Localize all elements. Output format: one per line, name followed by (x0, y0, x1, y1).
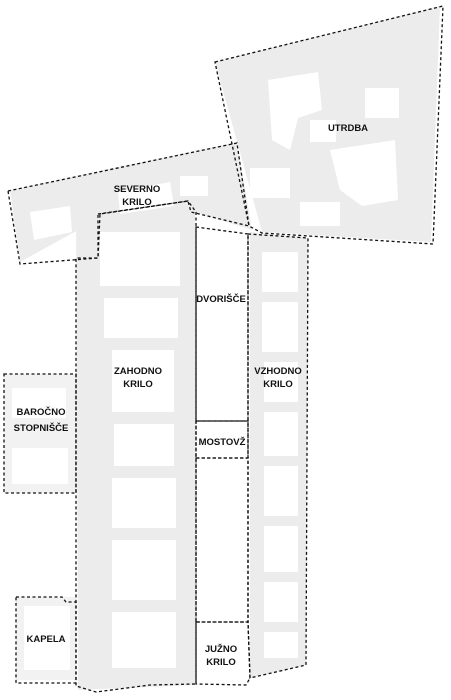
zone-outlines (3, 5, 444, 693)
label-barocno-stopnisce-2: STOPNIŠČE (14, 422, 69, 434)
vzhodno-krilo-outline (247, 233, 309, 679)
label-juzno-krilo-1: JUŽNO (205, 643, 237, 655)
label-mostovz: MOSTOVŽ (199, 436, 246, 448)
label-barocno-stopnisce-1: BAROČNO (16, 406, 65, 418)
label-zahodno-krilo-1: ZAHODNO (114, 366, 162, 377)
label-severno-krilo-1: SEVERNO (114, 184, 160, 195)
zone-labels: UTRDBA SEVERNO KRILO DVORIŠČE ZAHODNO KR… (14, 123, 369, 668)
kapela-outline (15, 596, 77, 684)
barocno-stopnisce-outline (3, 373, 77, 494)
label-dvorisce: DVORIŠČE (196, 293, 246, 305)
label-vzhodno-krilo-2: KRILO (263, 379, 293, 390)
label-kapela: KAPELA (26, 634, 65, 645)
severno-krilo-outline (7, 142, 250, 265)
label-zahodno-krilo-2: KRILO (123, 379, 153, 390)
juzno-krilo-outline (195, 621, 251, 686)
label-vzhodno-krilo-1: VZHODNO (254, 366, 302, 377)
label-severno-krilo-2: KRILO (122, 197, 152, 208)
zahodno-krilo-outline (75, 200, 197, 693)
label-utrdba: UTRDBA (328, 123, 368, 134)
label-juzno-krilo-2: KRILO (206, 657, 236, 668)
courtyard-area (195, 228, 247, 622)
room-voids (12, 72, 399, 670)
